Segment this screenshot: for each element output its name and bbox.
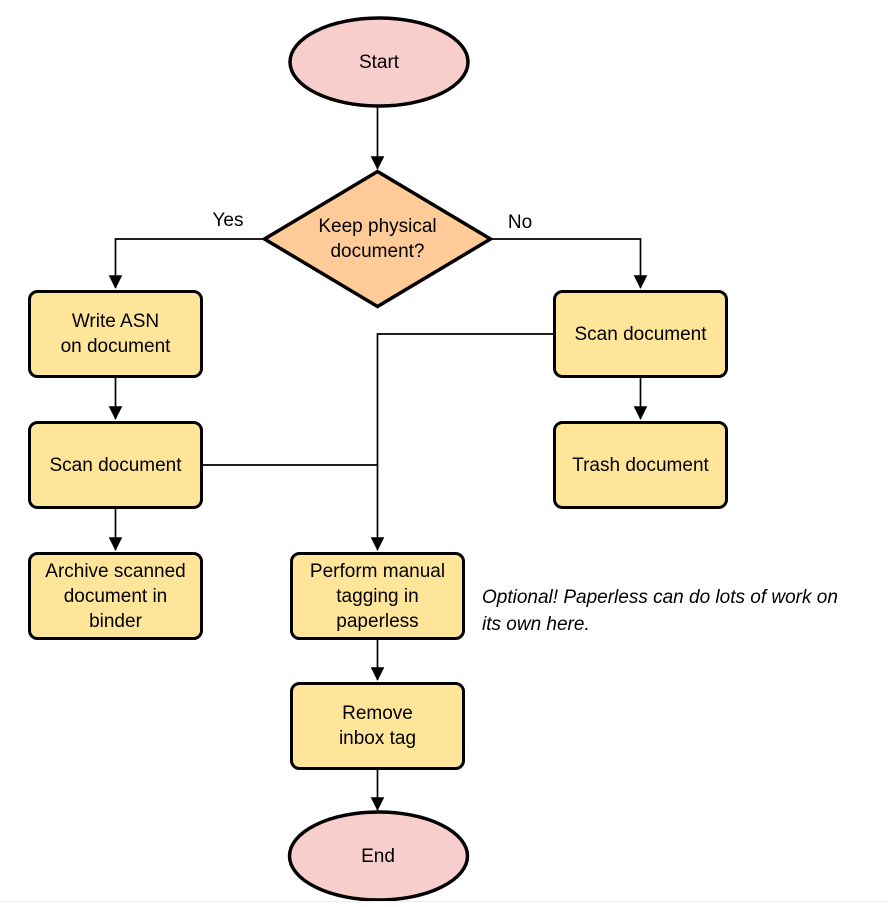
- archive-process-shape: [28, 552, 203, 640]
- edge-decision-no-branch: [491, 238, 648, 289]
- start-terminal-shape: [288, 16, 470, 108]
- remove-inbox-tag-process-shape: [290, 682, 465, 770]
- write-asn-process-shape: [28, 290, 203, 378]
- trash-process-shape: [553, 421, 728, 509]
- edge-scanright-to-tagging: [370, 333, 553, 551]
- scan-document-right-process-shape: [553, 290, 728, 378]
- end-terminal-shape: [287, 810, 470, 902]
- manual-tagging-process-shape: [290, 552, 465, 640]
- edge-decision-yes-branch: [108, 238, 264, 289]
- optional-note: Optional! Paperless can do lots of work …: [482, 587, 838, 635]
- decision-diamond-shape: [261, 169, 494, 309]
- page-bottom-divider: [0, 901, 888, 902]
- scan-document-left-process-shape: [28, 421, 203, 509]
